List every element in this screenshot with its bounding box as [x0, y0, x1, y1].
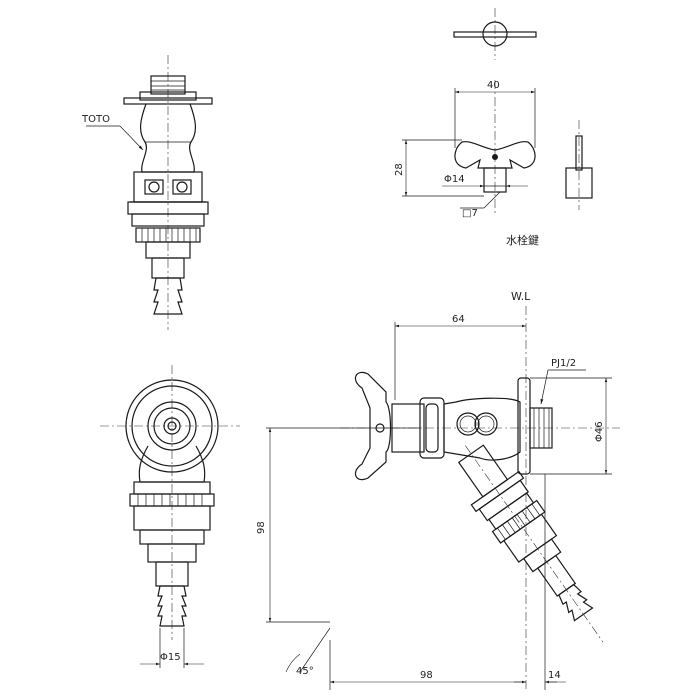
water-line-label: W.L [511, 290, 531, 303]
key-top-view [453, 8, 537, 60]
front-view: TOTO [81, 55, 213, 330]
dim-flange-dia: Φ46 [594, 421, 605, 442]
dim-body-length: 64 [452, 314, 465, 325]
dim-flange-thickness: 14 [548, 670, 561, 681]
dim-key-height: 28 [394, 163, 405, 176]
dim-hose-dia: Φ15 [160, 652, 181, 663]
key-front-view: 40 28 Φ14 □7 水栓鍵 [394, 80, 539, 247]
dim-key-square: □7 [462, 208, 478, 219]
dim-key-width: 40 [487, 80, 500, 91]
toto-label: TOTO [81, 114, 110, 125]
key-caption: 水栓鍵 [506, 233, 539, 247]
side-view: W.L 64 PJ1/2 [256, 290, 620, 690]
dim-key-shaft-dia: Φ14 [444, 174, 465, 185]
key-side-view [565, 120, 593, 210]
dim-drop-height: 98 [256, 521, 267, 534]
dim-reach: 98 [420, 670, 433, 681]
dim-angle: 45° [296, 666, 314, 677]
thread-label: PJ1/2 [551, 358, 576, 369]
bottom-view: Φ15 [100, 365, 240, 668]
